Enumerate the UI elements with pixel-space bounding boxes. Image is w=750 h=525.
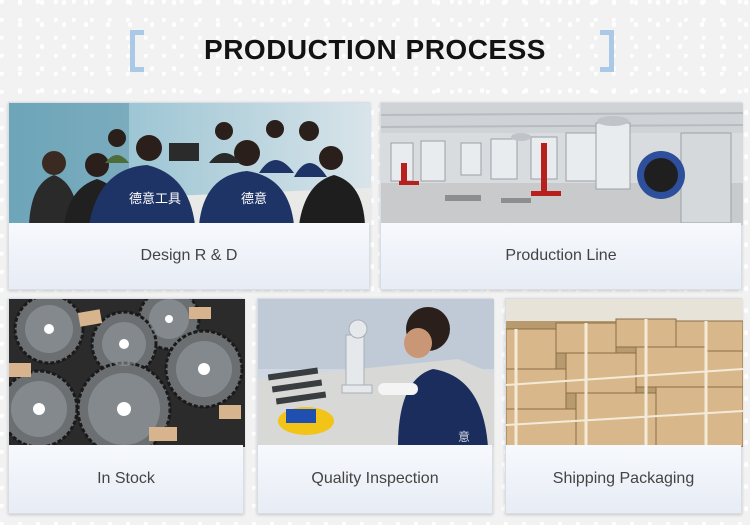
svg-text:德意工具: 德意工具 — [129, 191, 181, 207]
meeting-photo: 德意工具 德意 — [9, 103, 371, 225]
boxes-photo — [506, 299, 743, 447]
card-caption: In Stock — [97, 470, 155, 487]
card-caption: Design R & D — [140, 247, 238, 264]
saw-blades-photo — [9, 299, 245, 447]
card-shipping-packaging: Shipping Packaging — [505, 298, 743, 514]
card-quality-inspection: 意 Quality Inspection — [257, 298, 494, 514]
card-production-line: Production Line — [380, 102, 743, 290]
caption-area: Design R & D — [9, 223, 369, 289]
card-in-stock: In Stock — [8, 298, 245, 514]
caption-area: Quality Inspection — [258, 445, 492, 513]
right-bracket-decoration — [600, 30, 614, 72]
svg-text:意: 意 — [458, 429, 470, 444]
inspection-photo: 意 — [258, 299, 494, 447]
caption-area: Shipping Packaging — [506, 445, 741, 513]
caption-area: In Stock — [9, 445, 243, 513]
header: PRODUCTION PROCESS — [0, 0, 750, 100]
card-caption: Shipping Packaging — [552, 470, 695, 487]
svg-text:德意: 德意 — [241, 191, 267, 207]
card-caption: Quality Inspection — [311, 470, 439, 487]
page-title: PRODUCTION PROCESS — [204, 34, 546, 65]
card-caption: Production Line — [505, 247, 617, 264]
card-design-rd: 德意工具 德意 Design R & D — [8, 102, 371, 290]
factory-floor-photo — [381, 103, 743, 225]
caption-area: Production Line — [381, 223, 741, 289]
left-bracket-decoration — [130, 30, 144, 72]
